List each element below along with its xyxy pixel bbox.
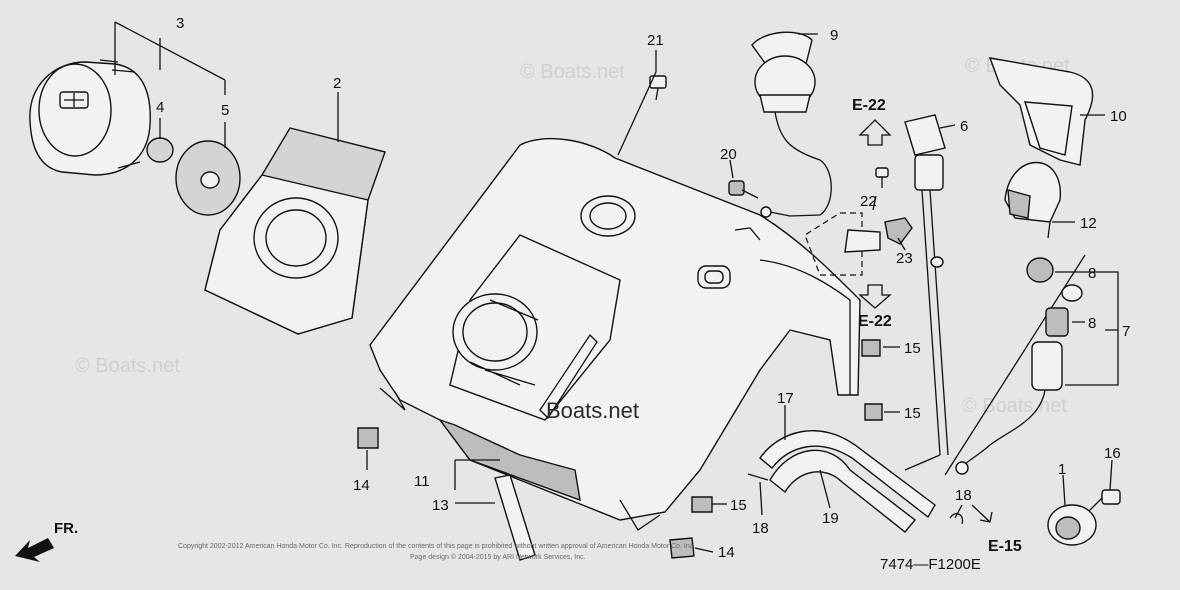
clip-15	[861, 339, 881, 357]
clip-14	[357, 427, 379, 449]
callout: 21	[647, 32, 664, 49]
callout: 18	[955, 487, 972, 504]
clip-23	[884, 217, 913, 245]
knob-1	[1047, 504, 1097, 546]
ref-arrow-bottom	[971, 504, 993, 523]
callout: 12	[1080, 215, 1097, 232]
cap-seal	[175, 140, 241, 216]
watermark-center: Boats.net	[546, 398, 639, 423]
watermark: © Boats.net	[520, 61, 625, 83]
callout: 1	[1058, 461, 1066, 478]
fuel-strainer-rod	[904, 114, 949, 471]
callout: 23	[896, 250, 913, 267]
clip-15c	[691, 496, 713, 513]
copyright-line-2: Page design © 2004-2015 by ARI Network S…	[410, 553, 586, 561]
callout: 4	[156, 99, 164, 116]
fuel-level-sensor	[751, 31, 832, 218]
tank-filter-bracket	[204, 127, 386, 335]
callout: 11	[414, 473, 430, 490]
callout: 3	[176, 15, 184, 32]
breather-hose	[759, 430, 936, 533]
fuel-tank-cover	[369, 137, 861, 531]
ref-arrow-up	[858, 119, 892, 146]
front-direction-arrow: FR.	[15, 520, 78, 562]
bolt-20	[728, 180, 759, 199]
bolt-22	[875, 167, 889, 188]
callout: 16	[1104, 445, 1121, 462]
figure-code: 7474—F1200E	[880, 556, 981, 573]
callout: 2	[333, 75, 341, 92]
tank-strip	[494, 474, 536, 561]
clip-18	[747, 473, 769, 481]
leader-lines	[114, 21, 1119, 553]
callout: 14	[353, 477, 370, 494]
front-label: FR.	[54, 520, 78, 537]
clip-14b	[669, 537, 695, 559]
fuel-switch	[955, 257, 1083, 475]
bolt-16	[1087, 489, 1121, 513]
copyright-line: Copyright 2002-2012 American Honda Motor…	[178, 543, 695, 550]
bracket-22	[844, 229, 881, 253]
callout: 14	[718, 544, 735, 561]
callout: 13	[432, 497, 449, 514]
clip-15b	[864, 403, 883, 421]
callout: 9	[830, 27, 838, 44]
callout: 10	[1110, 108, 1127, 125]
callout: 15	[904, 405, 921, 422]
callout: 19	[822, 510, 839, 527]
callout: 8	[1088, 265, 1096, 282]
callout: 15	[904, 340, 921, 357]
watermark: © Boats.net	[962, 395, 1067, 417]
ref-label-down: E-22	[858, 313, 892, 330]
cap-ball	[146, 137, 174, 163]
bolt-21	[649, 75, 667, 101]
callout: 17	[777, 390, 794, 407]
callout: 6	[960, 118, 968, 135]
callout: 15	[730, 497, 747, 514]
callout-numbers: 3 4 5 2 21 9 6 10 12 8 7 8 20 22 23 15 1…	[156, 15, 1130, 561]
tank-top-cover	[988, 57, 1094, 166]
callout: 22	[860, 193, 877, 210]
clip-18b	[949, 513, 964, 525]
bracket-outline	[804, 212, 863, 276]
callout: 7	[1122, 323, 1130, 340]
callout: 18	[752, 520, 769, 537]
callout: 8	[1088, 315, 1096, 332]
callout: 20	[720, 146, 737, 163]
watermark: © Boats.net	[75, 355, 180, 377]
hose-clamp-12	[1004, 162, 1061, 239]
ref-label-up: E-22	[852, 97, 886, 114]
fuel-cap-assembly	[29, 59, 151, 176]
ref-label-bottom: E-15	[988, 538, 1022, 555]
callout: 5	[221, 102, 229, 119]
ref-arrow-down	[858, 284, 892, 309]
